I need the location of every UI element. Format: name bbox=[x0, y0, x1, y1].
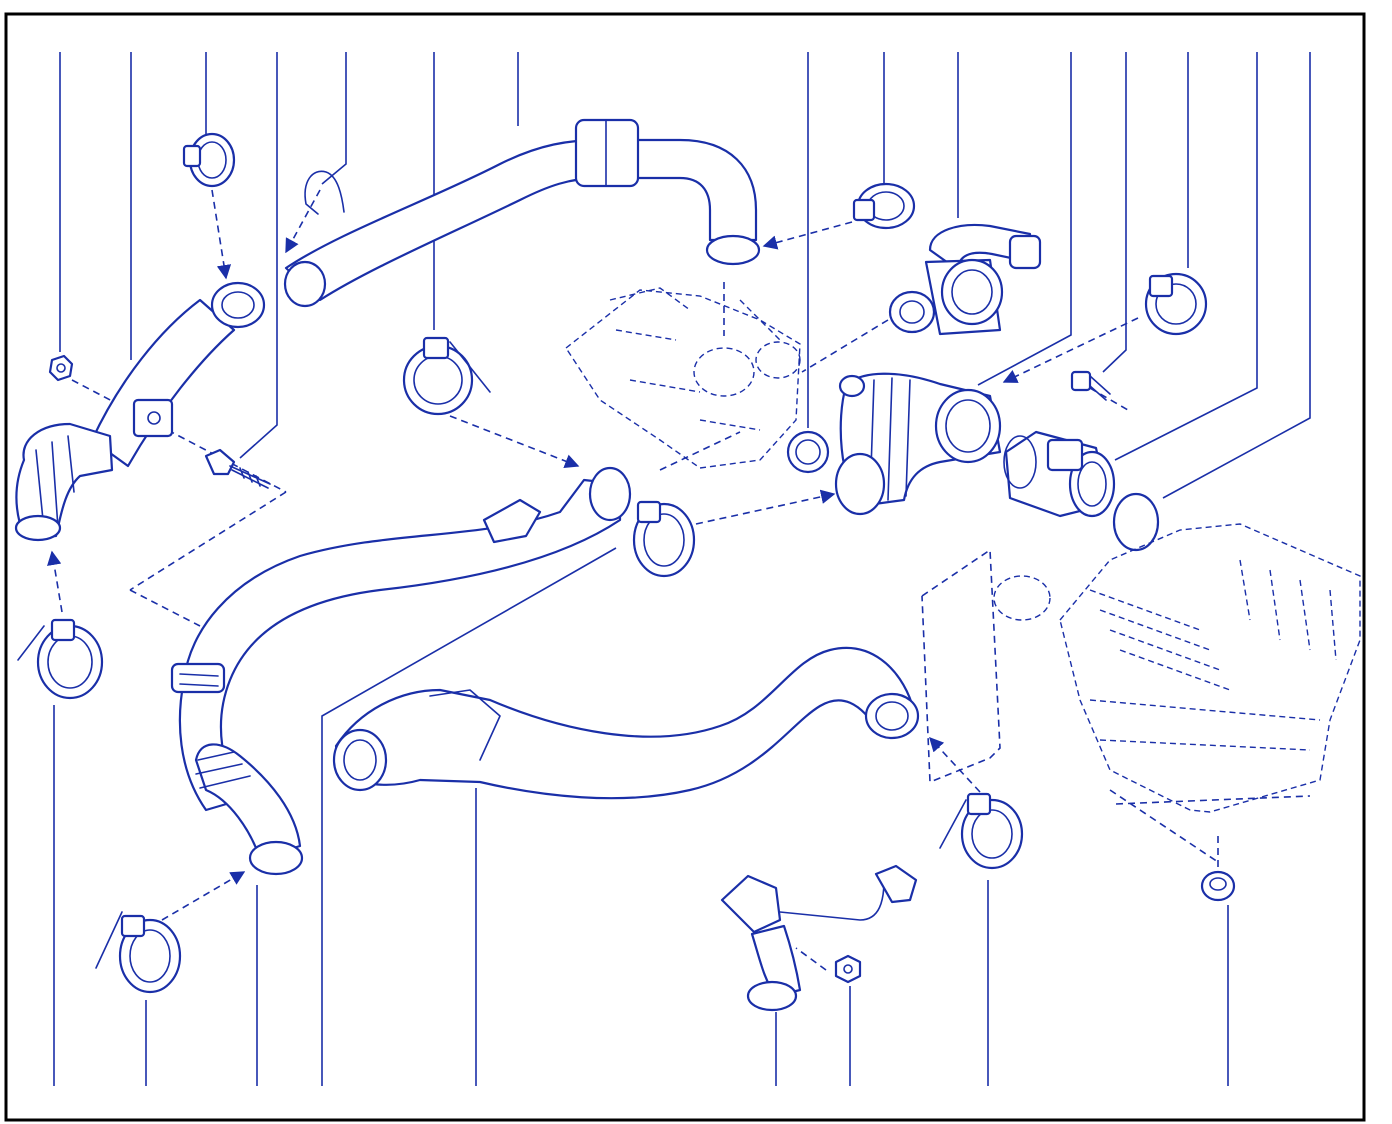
hose-clamp-18 bbox=[402, 336, 491, 416]
nut-11 bbox=[834, 954, 862, 984]
grommet-19 bbox=[1200, 870, 1236, 902]
lower-hose-4 bbox=[194, 743, 304, 876]
upper-intake-pipe bbox=[283, 118, 761, 308]
o-ring-2 bbox=[1112, 492, 1160, 552]
hose-clamp-17 bbox=[939, 792, 1024, 870]
bellows-hose-8 bbox=[834, 372, 1002, 516]
hose-clamp-15 bbox=[17, 618, 104, 700]
stud-bolt bbox=[204, 448, 271, 489]
bolt-20 bbox=[1070, 370, 1111, 401]
air-mass-meter bbox=[1003, 430, 1116, 518]
hose-clamp-12-right bbox=[852, 182, 916, 230]
leader-lines bbox=[53, 52, 1311, 1086]
pressure-pipe-22 bbox=[170, 466, 632, 812]
hose-clamp-16 bbox=[95, 911, 182, 994]
assembly-lines bbox=[47, 189, 1311, 971]
hose-clamp-12-left bbox=[182, 132, 236, 188]
hose-clamp-middle bbox=[632, 500, 696, 578]
charge-air-pipe-7 bbox=[332, 647, 920, 800]
fitting-10 bbox=[720, 864, 918, 1012]
hose-clamp-21 bbox=[1144, 272, 1208, 336]
nut-14 bbox=[48, 354, 74, 382]
left-intake-hose bbox=[14, 281, 266, 542]
diagram-frame bbox=[4, 12, 1366, 1122]
air-filter-housing-ghost bbox=[993, 523, 1361, 813]
throttle-valve-unit bbox=[888, 223, 1042, 336]
ring-seal-9 bbox=[786, 430, 830, 474]
spring-clip bbox=[304, 170, 345, 215]
turbocharger-ghost bbox=[565, 287, 801, 469]
